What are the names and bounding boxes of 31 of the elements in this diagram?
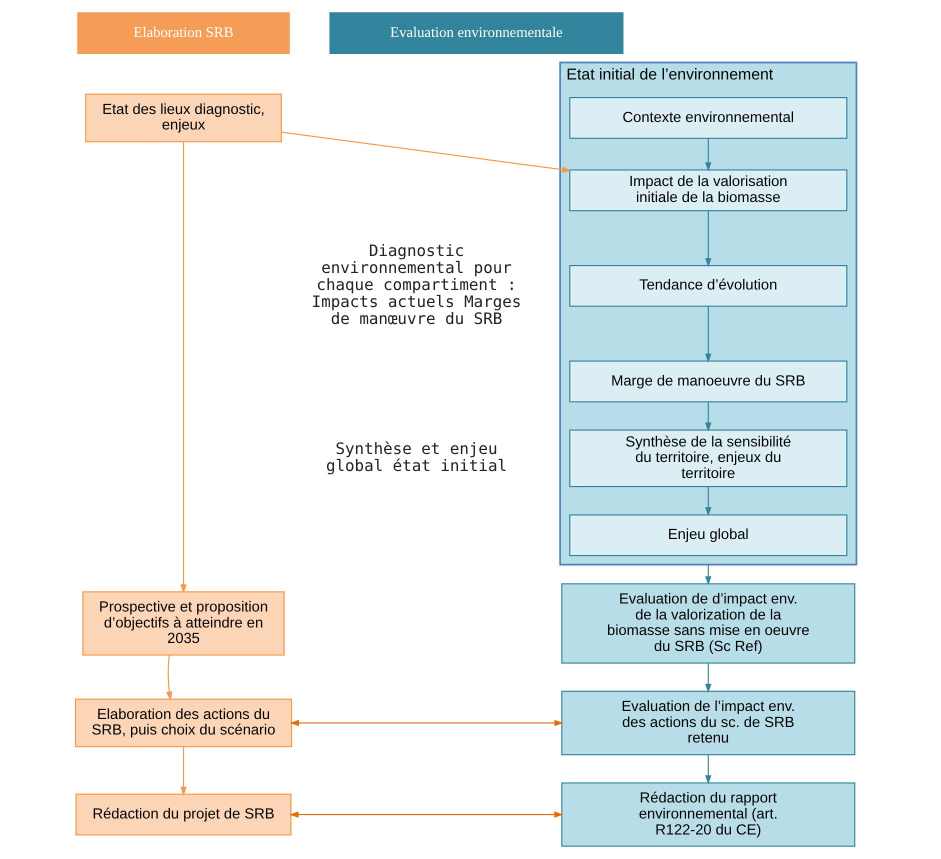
node-box: Elaboration des actions du SRB, puis choix du scénario bbox=[74, 698, 292, 748]
arrow bbox=[180, 142, 187, 594]
arrow bbox=[705, 754, 712, 784]
node-box: Impact de la valorisation initiale de la biomasse bbox=[569, 169, 848, 212]
arrow bbox=[705, 306, 712, 363]
node-box: Etat des lieux diagnostic, enjeux bbox=[85, 94, 282, 142]
arrow bbox=[705, 402, 712, 432]
arrow bbox=[705, 210, 712, 268]
node-box: Enjeu global bbox=[569, 514, 848, 556]
node-box: Rédaction du projet de SRB bbox=[76, 794, 292, 836]
arrow bbox=[289, 811, 564, 818]
arrow bbox=[290, 720, 564, 726]
arrow bbox=[705, 664, 712, 693]
node-box: Elaboration SRB bbox=[77, 12, 290, 54]
arrow bbox=[705, 564, 712, 586]
node-box: Evaluation de d’impact env. de la valorization de la biomasse sans mise en oeuvre du SRB (Sc Ref) bbox=[561, 583, 856, 664]
arrow bbox=[705, 138, 712, 172]
node-box: Rédaction du rapport environnemental (art. R122-20 du CE) bbox=[561, 782, 856, 847]
arrow bbox=[705, 486, 712, 516]
node-box: Evaluation environnementale bbox=[329, 12, 624, 54]
node-box: Contexte environnemental bbox=[569, 97, 848, 139]
node-box: Marge de manoeuvre du SRB bbox=[569, 360, 848, 402]
arrow bbox=[282, 132, 572, 173]
node-box: Prospective et proposition d’objectifs à atteindre en 2035 bbox=[82, 591, 285, 656]
arrow bbox=[180, 747, 187, 796]
node-box: Tendance d’évolution bbox=[569, 264, 848, 307]
node-box: Synthèse de la sensibilité du territoire, enjeux du territoire bbox=[569, 430, 848, 488]
node-box: Evaluation de l’impact env. des actions du sc. de SRB retenu bbox=[561, 690, 856, 756]
arrow bbox=[166, 655, 172, 701]
label: Synthèse et enjeu global état initial bbox=[326, 439, 508, 476]
label: Diagnostic environnemental pour chaque compartiment : Impacts actuels Marges de manœuvre du SRB bbox=[312, 241, 522, 328]
